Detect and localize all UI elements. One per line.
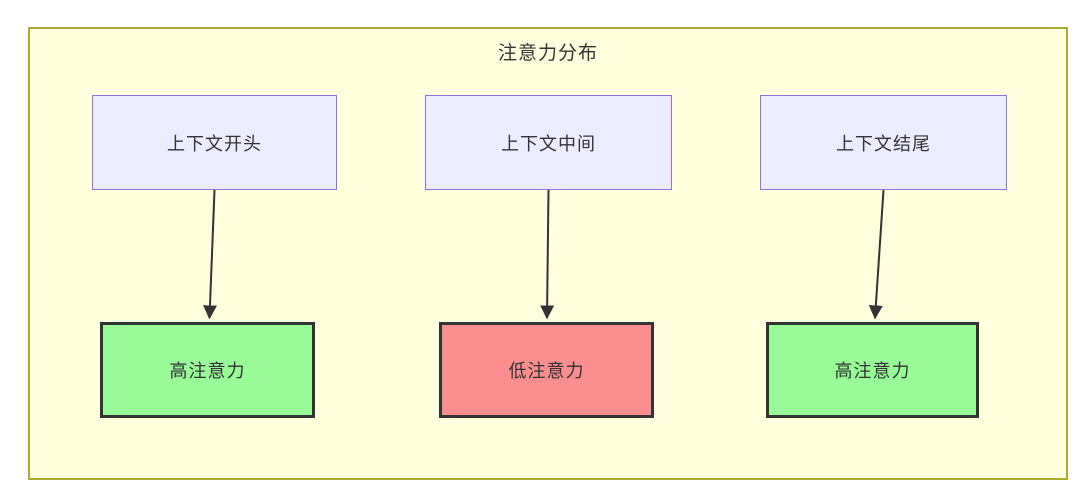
result-node-high-attention-2: 高注意力	[766, 322, 979, 418]
source-node-context-start: 上下文开头	[92, 95, 337, 190]
result-node-low-attention: 低注意力	[439, 322, 654, 418]
attention-distribution-cluster: 注意力分布 上下文开头 上下文中间 上下文结尾 高注意力 低注意力 高注意力	[28, 27, 1068, 480]
cluster-title: 注意力分布	[497, 43, 598, 64]
arrow-down-icon	[202, 189, 217, 320]
source-node-context-end: 上下文结尾	[760, 95, 1007, 190]
arrow-down-icon	[868, 189, 885, 320]
source-node-context-middle: 上下文中间	[425, 95, 672, 190]
arrow-down-icon	[540, 189, 555, 320]
result-node-high-attention-1: 高注意力	[100, 322, 315, 418]
